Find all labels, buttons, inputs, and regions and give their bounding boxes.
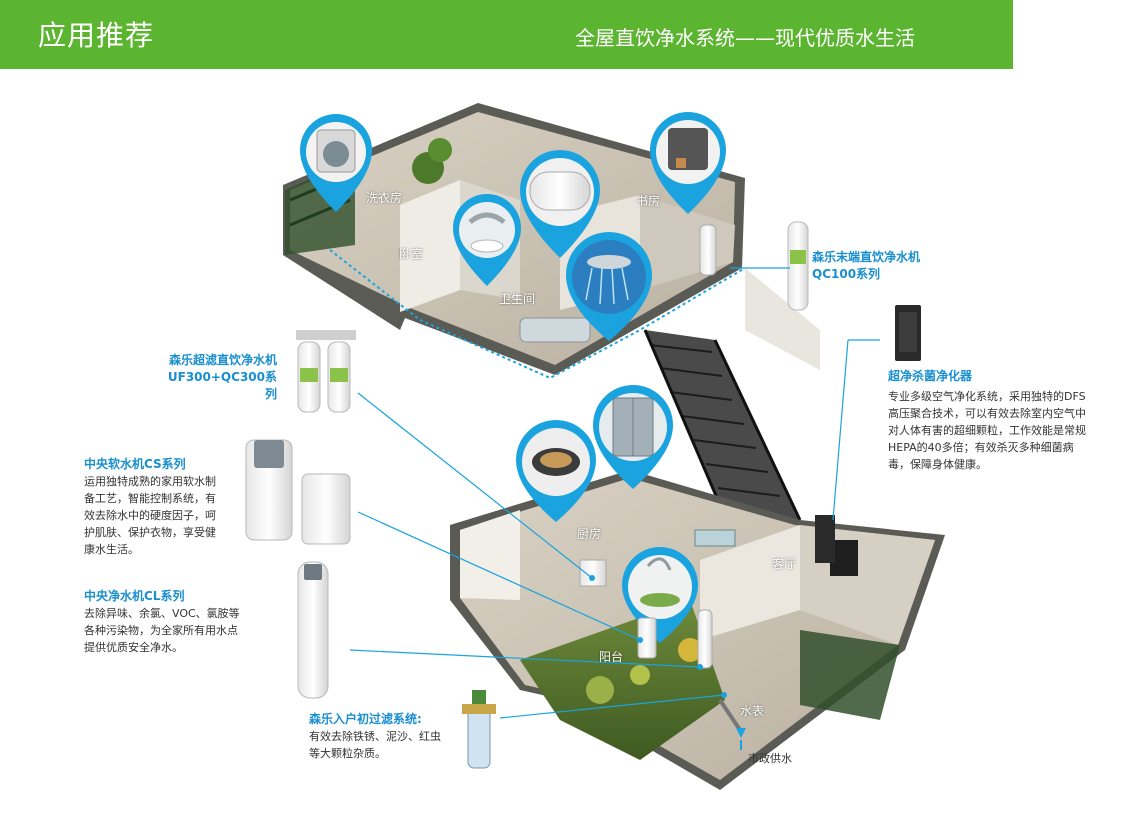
prefilter-image — [462, 690, 496, 769]
product-prefilter-title: 森乐入户初过滤系统: — [309, 712, 422, 726]
product-purifier-desc: 专业多级空气净化系统，采用独特的DFS 高压聚合技术，可以有效去除室内空气中 对… — [888, 388, 1086, 473]
purifier-desc-line: 专业多级空气净化系统，采用独特的DFS — [888, 390, 1086, 403]
product-uf300-title-line2: UF300+QC300系列 — [167, 370, 277, 401]
room-label-balcony: 阳台 — [599, 650, 624, 664]
corridor-wall — [745, 268, 820, 370]
prefilter-desc-line: 有效去除铁锈、泥沙、红虫 — [309, 730, 441, 743]
product-qc100-title: 森乐末端直饮净水机 QC100系列 — [812, 249, 920, 283]
upper-qc-small — [699, 224, 717, 276]
cs-desc-line: 运用独特成熟的家用软水制 — [84, 475, 216, 488]
cs-desc-line: 护肌肤、保护衣物，享受健 — [84, 526, 216, 539]
cs-desc-line: 康水生活。 — [84, 543, 139, 556]
purifier-desc-line: 对人体有害的超细颗粒，工作效能是常规 — [888, 424, 1086, 437]
lower-uf-small — [579, 559, 607, 587]
cl-desc-line: 去除异味、余氯、VOC、氯胺等 — [84, 607, 240, 620]
room-label-bathroom: 卫生间 — [499, 292, 536, 306]
pin-laundry — [300, 114, 372, 212]
upper-floor — [283, 103, 746, 380]
room-label-laundry: 洗衣房 — [366, 191, 403, 205]
product-cs-desc: 运用独特成熟的家用软水制 备工艺，智能控制系统，有 效去除水中的硬度因子，呵 护… — [84, 473, 216, 558]
room-label-bedroom: 卧室 — [399, 247, 424, 261]
page-title: 应用推荐 — [38, 19, 155, 52]
cl-desc-line: 提供优质安全净水。 — [84, 641, 183, 654]
cs-desc-line: 备工艺，智能控制系统，有 — [84, 492, 216, 505]
cl-purifier-image — [297, 561, 329, 699]
lower-purifier-small — [815, 515, 835, 563]
header-banner: 应用推荐 全屋直饮净水系统——现代优质水生活 — [0, 0, 1013, 69]
room-label-study: 书房 — [636, 194, 661, 208]
product-qc100-title-line2: QC100系列 — [812, 267, 881, 281]
water-pipe — [718, 698, 746, 750]
product-uf300-title-line1: 森乐超滤直饮净水机 — [168, 353, 277, 367]
product-cl-desc: 去除异味、余氯、VOC、氯胺等 各种污染物，为全家所有用水点 提供优质安全净水。 — [84, 605, 240, 656]
pin-water-heater — [520, 150, 600, 258]
air-purifier-image — [895, 305, 921, 361]
uf300-filter-image — [296, 330, 356, 413]
product-qc100-title-line1: 森乐末端直饮净水机 — [812, 250, 921, 264]
pin-shower — [566, 232, 652, 341]
pin-refrigerator — [593, 385, 673, 489]
purifier-desc-line: HEPA的40多倍；有效杀灭多种细菌病 — [888, 441, 1074, 454]
room-label-kitchen: 厨房 — [577, 527, 602, 541]
page-subtitle: 全屋直饮净水系统——现代优质水生活 — [575, 26, 915, 50]
qc100-filter-image — [787, 221, 809, 311]
lower-cl-small — [697, 609, 713, 669]
cs-desc-line: 效去除水中的硬度因子，呵 — [84, 509, 216, 522]
room-label-meter: 水表 — [740, 704, 765, 718]
pin-coffee-machine — [650, 112, 726, 214]
product-uf300-title: 森乐超滤直饮净水机 UF300+QC300系列 — [160, 352, 277, 403]
prefilter-desc-line: 等大颗粒杂质。 — [309, 747, 386, 760]
cl-desc-line: 各种污染物，为全家所有用水点 — [84, 624, 238, 637]
room-label-living: 客厅 — [772, 557, 797, 571]
pin-bathroom-faucet — [453, 194, 521, 286]
purifier-desc-line: 毒，保障身体健康。 — [888, 458, 987, 471]
connector-lines — [349, 267, 880, 719]
pin-rice-cooker — [516, 420, 596, 522]
purifier-desc-line: 高压聚合技术，可以有效去除室内空气中 — [888, 407, 1086, 420]
municipal-supply-label: 市政供水 — [748, 752, 792, 765]
cs-softener-image — [245, 439, 351, 545]
product-purifier-title: 超净杀菌净化器 — [888, 369, 973, 383]
product-cl-title: 中央净水机CL系列 — [84, 589, 185, 603]
connector-dots — [589, 575, 727, 698]
product-cs-title: 中央软水机CS系列 — [84, 457, 186, 471]
product-prefilter-desc: 有效去除铁锈、泥沙、红虫 等大颗粒杂质。 — [309, 728, 441, 762]
